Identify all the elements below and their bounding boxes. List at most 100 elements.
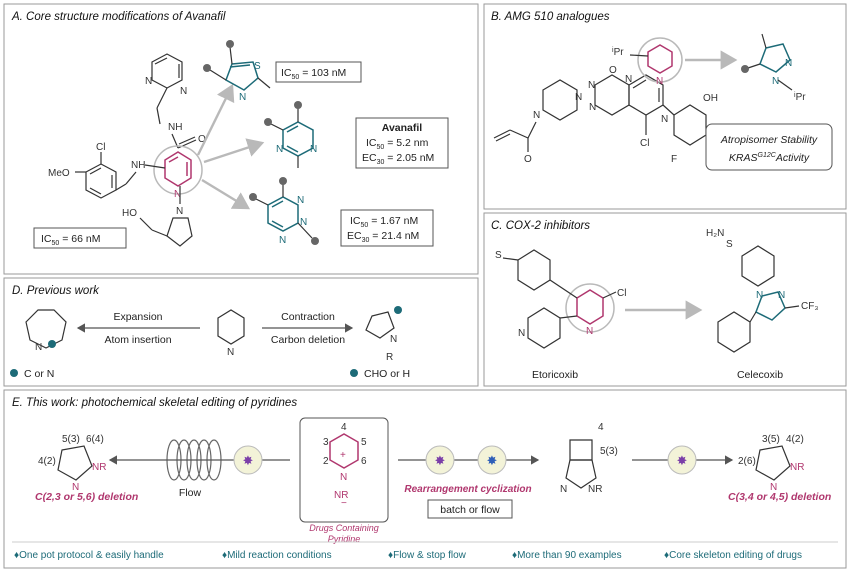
etoricoxib-core-circle — [565, 283, 615, 333]
atropisomer-line2: KRASG12CActivity — [729, 152, 810, 164]
d-contraction: Contraction — [281, 311, 335, 323]
avanafil-pyrimidine-ring — [151, 53, 183, 89]
e-mid-label-53: 5(3) — [600, 446, 618, 457]
parent-ic50-box — [33, 227, 127, 249]
b-atom-n2: N — [625, 74, 632, 85]
b-atom-o-acryl: O — [524, 154, 532, 165]
b-ipr-label: iPr — [612, 47, 624, 58]
atropisomer-box — [705, 123, 833, 171]
e-n-pyridinium: N — [340, 472, 347, 483]
e-left-pyrazole — [57, 445, 93, 481]
atom-n-triazine-3: N — [279, 235, 286, 246]
c-atom-h2n: H₂N — [706, 228, 724, 239]
e-drugs-line1: Drugs Containing — [309, 523, 379, 533]
attach-ball-triazine-1 — [279, 177, 287, 185]
parent-ic50-text: IC50 = 66 nM — [41, 233, 100, 247]
amg510-pyrazole-ring — [759, 43, 791, 73]
e-right-label-35: 3(5) — [762, 434, 780, 445]
atom-nh-benzyl: NH — [131, 160, 145, 171]
e-plus: + — [340, 450, 346, 461]
piperazine-ring — [542, 79, 578, 121]
d-atom-insertion: Atom insertion — [104, 334, 171, 346]
atom-n-thiazole: N — [239, 92, 246, 103]
panel-b-title: B. AMG 510 analogues — [491, 11, 610, 23]
celecoxib-name: Celecoxib — [737, 369, 783, 381]
panel-c-frame — [483, 212, 847, 387]
attach-ball-pyrimidine-1 — [294, 101, 302, 109]
c-atom-cf3: CF₃ — [801, 301, 818, 312]
d-carbon-deletion: Carbon deletion — [271, 334, 345, 346]
b-atom-n-pip1: N — [575, 92, 582, 103]
panel-e-frame — [3, 389, 847, 569]
pyrrole-substituent-dot — [394, 306, 402, 314]
attach-ball-thiazole-1 — [226, 40, 234, 48]
b-atom-n-pip2: N — [533, 110, 540, 121]
attach-ball-triazine-3 — [311, 237, 319, 245]
atom-ho: HO — [122, 208, 137, 219]
e-feature-4: ♦More than 90 examples — [512, 550, 622, 561]
azepine-ring — [25, 309, 67, 349]
c-atom-n-core: N — [586, 326, 593, 337]
arrow-to-triazine — [201, 178, 251, 210]
thiazole-ic50-box — [275, 61, 362, 83]
e-right-deletion: C(3,4 or 4,5) deletion — [728, 491, 831, 503]
e-minus: − — [341, 498, 347, 509]
e-right-pyrazole — [755, 445, 791, 481]
attach-ball-amg510 — [741, 65, 749, 73]
e-ring-num-4: 4 — [341, 422, 347, 433]
atom-cl-benzyl: Cl — [96, 142, 105, 153]
e-mid-label-4: 4 — [598, 422, 604, 433]
c-atom-s: S — [495, 250, 502, 261]
b-atom-n-pz2: N — [772, 76, 779, 87]
d-legend-left: C or N — [24, 368, 54, 380]
c-atom-n-pz2: N — [778, 290, 785, 301]
c-atom-n-mp: N — [518, 328, 525, 339]
e-drugs-line2: Pyridine — [328, 534, 361, 544]
e-left-deletion: C(2,3 or 5,6) deletion — [35, 491, 138, 503]
e-right-label-26: 2(6) — [738, 456, 756, 467]
c-atom-n-pz1: N — [756, 290, 763, 301]
amg510-pyridine-circle — [637, 37, 683, 83]
e-left-nr: NR — [92, 462, 106, 473]
avanafil-core-circle — [153, 145, 203, 195]
b-atom-f: F — [671, 154, 677, 165]
avanafil-box — [355, 117, 449, 169]
e-ring-num-2: 2 — [323, 456, 329, 467]
attach-ball-pyrimidine-2 — [264, 118, 272, 126]
b-atom-n4: N — [661, 114, 668, 125]
d-atom-n-azepine: N — [35, 342, 42, 353]
panel-e-title: E. This work: photochemical skeletal edi… — [12, 397, 297, 409]
d-atom-r: R — [386, 352, 393, 363]
atom-n-core: N — [174, 189, 181, 200]
bond-ch2 — [156, 87, 168, 109]
atom-meo: MeO — [48, 168, 70, 179]
panel-d-title: D. Previous work — [12, 285, 100, 297]
e-light-badge-left — [233, 445, 263, 475]
e-mid-nr: NR — [588, 484, 602, 495]
e-light-icon-right: ✸ — [677, 453, 688, 468]
legend-dot-cho-or-h — [350, 369, 358, 377]
arrow-to-pyrimidine — [203, 138, 265, 164]
e-mid-n: N — [560, 484, 567, 495]
atom-o-amide: O — [198, 134, 206, 145]
legend-dot-c-or-n — [10, 369, 18, 377]
e-feature-1: ♦One pot protocol & easily handle — [14, 550, 164, 561]
drugs-pyridine-box — [299, 417, 389, 523]
avanafil-name: Avanafil — [382, 122, 423, 134]
e-flow-label: Flow — [179, 487, 202, 499]
e-light-badge-right — [667, 445, 697, 475]
celecoxib-tolyl — [717, 311, 751, 353]
e-ring-num-6: 6 — [361, 456, 367, 467]
e-feature-2: ♦Mild reaction conditions — [222, 550, 332, 561]
b-atom-n-pz1: N — [785, 58, 792, 69]
pyrrolidine-ring — [166, 217, 193, 247]
atom-n-pyrimidine-a2: N — [310, 144, 317, 155]
atom-n-pyrimidine-a1: N — [276, 144, 283, 155]
e-left-n: N — [72, 482, 79, 493]
atom-n-triazine-1: N — [297, 195, 304, 206]
e-light-icon-purple: ✸ — [435, 453, 446, 468]
avanafil-ec30: EC30 = 2.05 nM — [362, 152, 434, 166]
e-nr-ylide: NR — [334, 490, 348, 501]
